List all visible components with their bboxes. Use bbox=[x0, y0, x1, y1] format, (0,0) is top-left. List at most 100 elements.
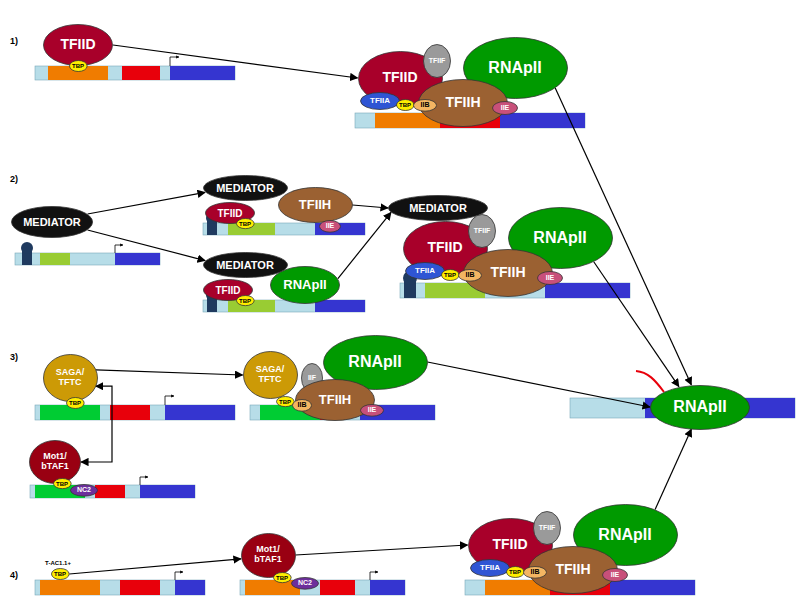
node-label: TFIIA bbox=[370, 97, 390, 106]
arrow-connector bbox=[113, 45, 358, 78]
ellipse-outline bbox=[506, 567, 524, 578]
node-label: TFIIH bbox=[319, 393, 352, 407]
protein-ellipse: MEDIATOR bbox=[203, 175, 288, 201]
dna-strand bbox=[570, 398, 795, 418]
dna-strand bbox=[203, 300, 365, 312]
tss-arrow bbox=[175, 572, 183, 580]
ellipse-outline bbox=[459, 269, 482, 281]
node-label: SAGA/ TFTC bbox=[253, 365, 287, 385]
ellipse-outline bbox=[271, 267, 340, 304]
node-label: IIE bbox=[546, 274, 555, 282]
node-label: RNApII bbox=[283, 278, 326, 292]
node-label: IIB bbox=[421, 101, 430, 109]
protein-ellipse: IIB bbox=[413, 99, 437, 112]
node-label: TBP bbox=[444, 272, 456, 279]
activator bbox=[21, 242, 33, 254]
ellipse-outline bbox=[493, 102, 518, 115]
node-label: TFIID bbox=[61, 37, 96, 52]
node-label: MEDIATOR bbox=[216, 182, 274, 194]
node-label: TBP bbox=[399, 102, 411, 109]
protein-ellipse: Mot1/ bTAF1 bbox=[241, 533, 296, 578]
node-label: RNApII bbox=[488, 59, 541, 77]
ellipse-outline bbox=[441, 270, 459, 281]
protein-ellipse: RNApII bbox=[650, 385, 750, 430]
protein-ellipse: IIB bbox=[292, 399, 312, 412]
tata-element bbox=[40, 580, 100, 595]
protein-ellipse: TFIIH bbox=[278, 187, 353, 223]
protein-ellipse: TBP bbox=[506, 566, 525, 578]
protein-ellipse: IIE bbox=[492, 101, 518, 115]
node-label: IIB bbox=[298, 401, 307, 409]
arrow-connector bbox=[353, 205, 389, 208]
ellipse-outline bbox=[66, 398, 84, 409]
node-label: TBP bbox=[239, 221, 251, 228]
node-label: RNApII bbox=[348, 353, 401, 371]
arrow-connector bbox=[428, 362, 651, 407]
dna-strand bbox=[35, 66, 235, 80]
protein-ellipse: TBP bbox=[236, 295, 255, 306]
ellipse-outline bbox=[71, 484, 98, 496]
node-label: NC2 bbox=[298, 579, 312, 587]
ellipse-outline bbox=[471, 560, 510, 577]
inr-element bbox=[120, 580, 160, 595]
node-label: TFIIA bbox=[415, 267, 435, 276]
node-label: MEDIATOR bbox=[409, 202, 467, 214]
node-label: RNApII bbox=[673, 398, 726, 416]
ellipse-outline bbox=[203, 253, 287, 278]
node-label: RNApII bbox=[598, 526, 651, 544]
node-label: TFIIH bbox=[491, 265, 526, 280]
node-label: TFIID bbox=[383, 70, 418, 85]
protein-ellipse: TBP bbox=[276, 396, 295, 407]
protein-ellipse: MEDIATOR bbox=[388, 195, 488, 221]
inr-element bbox=[95, 485, 125, 498]
ellipse-outline bbox=[51, 569, 69, 580]
ellipse-outline bbox=[243, 352, 297, 399]
dna-strand bbox=[35, 580, 205, 595]
arrow-connector bbox=[88, 192, 206, 214]
protein-ellipse: IIE bbox=[537, 271, 563, 285]
panel-number: 4) bbox=[10, 571, 18, 581]
node-label: TBP bbox=[72, 63, 84, 70]
ellipse-outline bbox=[53, 479, 71, 489]
protein-ellipse: Mot1/ bTAF1 bbox=[29, 440, 81, 484]
node-label: MEDIATOR bbox=[216, 259, 274, 271]
protein-ellipse: IIE bbox=[319, 220, 341, 233]
ellipse-outline bbox=[396, 100, 414, 111]
arrow-connector bbox=[338, 212, 391, 278]
node-label: TFIIF bbox=[474, 227, 491, 235]
coding-region bbox=[115, 253, 160, 265]
node-label: TFIIF bbox=[429, 57, 446, 65]
arrow-connector bbox=[96, 370, 243, 375]
dna-strand bbox=[35, 405, 235, 420]
protein-ellipse: TFIIA bbox=[360, 92, 400, 110]
node-label: TBP bbox=[279, 399, 291, 406]
protein-ellipse: TFIIA bbox=[405, 262, 445, 280]
protein-ellipse: TFIIF bbox=[468, 214, 496, 248]
ellipse-outline bbox=[44, 25, 113, 66]
node-label: TFIIH bbox=[446, 95, 481, 110]
protein-ellipse: TBP bbox=[66, 397, 85, 409]
ellipse-outline bbox=[236, 296, 254, 306]
protein-ellipse: MEDIATOR bbox=[203, 252, 288, 278]
protein-ellipse: TBP bbox=[69, 60, 88, 72]
node-label: TFIIH bbox=[556, 562, 591, 577]
protein-ellipse: TFIID bbox=[43, 24, 113, 66]
node-label: IIE bbox=[368, 406, 377, 414]
ellipse-outline bbox=[30, 441, 81, 484]
inr-element bbox=[122, 66, 160, 80]
arrow-connector bbox=[69, 559, 241, 574]
node-label: TBP bbox=[276, 575, 288, 582]
coding-region bbox=[360, 405, 435, 420]
ellipse-outline bbox=[534, 512, 561, 545]
node-label: TFIIA bbox=[480, 564, 500, 573]
coding-region bbox=[610, 580, 695, 595]
ellipse-outline bbox=[293, 399, 312, 411]
node-label: TBP bbox=[239, 298, 251, 305]
ellipse-outline bbox=[241, 533, 295, 577]
protein-ellipse: TBP bbox=[396, 99, 415, 111]
annotation-label: T-AC1.1+ bbox=[45, 560, 71, 567]
core-element bbox=[40, 253, 70, 265]
protein-ellipse: IIB bbox=[458, 269, 482, 282]
node-label: IIE bbox=[326, 222, 335, 230]
ellipse-outline bbox=[11, 207, 92, 238]
